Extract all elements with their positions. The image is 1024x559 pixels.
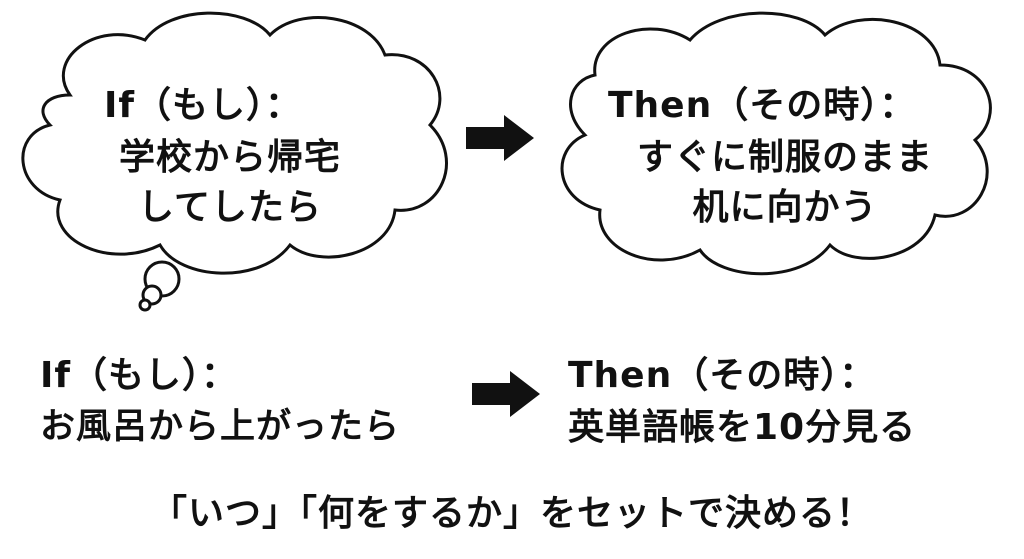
right-arrow-icon xyxy=(466,115,534,161)
if-cloud-line-2: 学校から帰宅 xyxy=(118,137,341,178)
right-arrow-icon xyxy=(472,371,540,417)
if-text-line-2: お風呂から上がったら xyxy=(40,407,401,447)
if-text-line-1: If（もし）： xyxy=(40,355,239,396)
then-text-line-2: 英単語帳を10分見る xyxy=(568,407,917,448)
then-text-line-1: Then（その時）： xyxy=(568,355,877,396)
if-cloud-line-1: If（もし）： xyxy=(104,85,303,126)
then-cloud-line-3: 机に向かう xyxy=(692,187,878,228)
then-thought-cloud xyxy=(560,11,992,276)
then-cloud-line-1: Then（その時）： xyxy=(608,85,917,126)
if-thought-cloud xyxy=(21,11,448,312)
then-cloud-line-2: すぐに制服のまま xyxy=(636,137,933,178)
if-cloud-line-3: してしたら xyxy=(138,187,322,228)
footer-caption: 「いつ」「何をするか」をセットで決める！ xyxy=(150,493,873,534)
